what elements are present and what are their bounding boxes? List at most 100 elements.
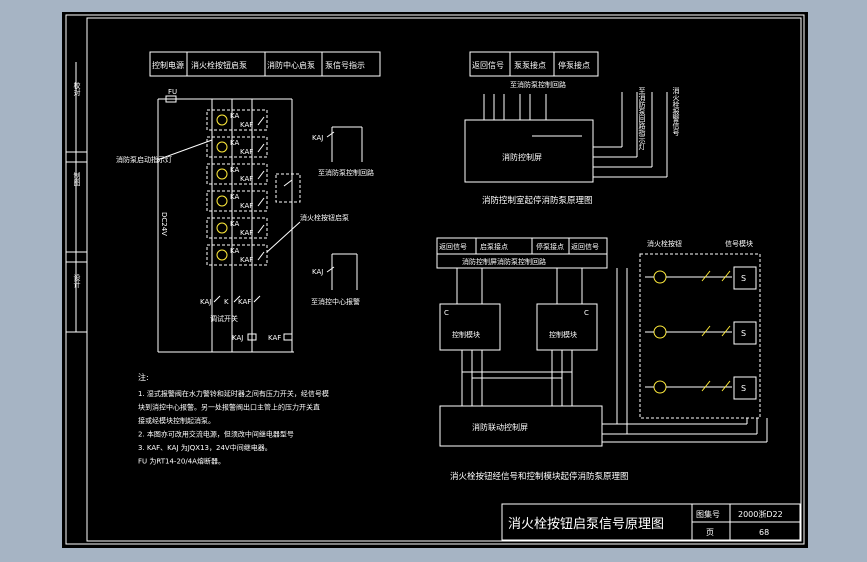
bottom-right-header-1: 启泵接点: [480, 242, 508, 251]
lamp-1: [216, 141, 228, 153]
hydrant-button-label: 消火栓按钮: [647, 239, 682, 248]
bus-label: 消防控制屏消防泵控制回路: [462, 257, 546, 266]
button-start-callout: 消火栓按钮启泵: [300, 213, 349, 222]
button-contact-b-0: [721, 270, 731, 282]
cell-label-b-3: KAF: [240, 202, 253, 210]
lamp-0: [216, 114, 228, 126]
note-line-2: 接或经模块控制起消泵。: [138, 416, 215, 425]
cell-label-a-1: KA: [230, 139, 239, 147]
cell-label-a-5: KA: [230, 247, 239, 255]
bottom-right-header-2: 停泵接点: [536, 242, 564, 251]
button-lamp-1: [653, 325, 667, 339]
side-label-0: 校对: [73, 81, 81, 96]
top-left-header-1: 消火栓按钮启泵: [191, 60, 247, 70]
signal-module-label: 信号模块: [725, 239, 753, 248]
lamp-4: [216, 222, 228, 234]
kaf-label-1: KAF: [238, 298, 251, 306]
control-box-label: 消防控制屏: [502, 152, 542, 162]
linkage-control-box: 消防联动控制屏: [472, 422, 528, 432]
contact-4: [257, 224, 265, 234]
caption-top-right: 消防控制室起停消防泵原理图: [482, 195, 593, 206]
vertical-label-2: 消火栓报警信号: [672, 86, 680, 137]
control-module-2: 控制模块: [549, 330, 577, 339]
page-label: 页: [706, 528, 714, 537]
button-contact-0: [701, 270, 711, 282]
cell-box-1: [206, 136, 268, 158]
outer-frame: [65, 14, 805, 545]
bottom-right-header-0: 返回信号: [439, 242, 467, 251]
cell-label-b-0: KAF: [240, 121, 253, 129]
signal-module-1: [733, 321, 757, 345]
kaj-label-3: KAJ: [200, 298, 211, 306]
notes-title: 注:: [138, 372, 149, 382]
kaf-coil-label: KAF: [268, 334, 281, 342]
signal-module-s-2: S: [741, 384, 746, 393]
top-right-diagram: 返回信号 泵泵接点 停泵接点 至消防泵控制回路 消防控制屏 至消防泵回路指示灯 …: [464, 51, 680, 206]
cell-label-a-3: KA: [230, 193, 239, 201]
note-line-5: FU 为RT14-20/4A熔断器。: [138, 457, 225, 466]
lamp-5: [216, 249, 228, 261]
to-center-label: 至消控中心报警: [311, 297, 360, 306]
note-line-4: 3. KAF、KAJ 为JQX13，24V中间继电器。: [138, 443, 272, 452]
cell-label-b-2: KAF: [240, 175, 253, 183]
cell-box-3: [206, 190, 268, 212]
button-contact-1: [701, 325, 711, 337]
bottom-right-diagram: 返回信号 启泵接点 停泵接点 返回信号 消防控制屏消防泵控制回路 C C 控制模…: [436, 237, 768, 482]
cell-box-4: [206, 217, 268, 239]
lamp-2: [216, 168, 228, 180]
atlas-value: 2000浙D22: [738, 509, 783, 519]
schematic-drawing: 校对 制图 设计 控制电源 消火栓按钮启泵 消防中心启泵 泵信号指示 FU DC…: [65, 14, 805, 545]
kaj-label-2: KAJ: [312, 268, 323, 276]
note-line-3: 2. 本图亦可改用交流电源，但须改中间继电器型号: [138, 430, 294, 439]
side-label-2: 设计: [73, 273, 81, 289]
top-right-header-2: 停泵接点: [558, 60, 590, 70]
cell-box-0: [206, 109, 268, 131]
button-lamp-0: [653, 270, 667, 284]
drawing-canvas: 校对 制图 设计 控制电源 消火栓按钮启泵 消防中心启泵 泵信号指示 FU DC…: [62, 12, 808, 548]
page-value: 68: [759, 528, 769, 537]
contact-2: [257, 170, 265, 180]
top-left-table: 控制电源 消火栓按钮启泵 消防中心启泵 泵信号指示: [149, 51, 381, 77]
top-left-header-2: 消防中心启泵: [267, 60, 315, 70]
drawing-title: 消火栓按钮启泵信号原理图: [508, 517, 664, 532]
module-c-label-2: C: [584, 309, 589, 317]
top-right-header-1: 泵泵接点: [514, 60, 546, 70]
cell-box-5: [206, 244, 268, 266]
kaj-coil-label: KAJ: [232, 334, 243, 342]
side-label-1: 制图: [73, 171, 81, 187]
title-block: 消火栓按钮启泵信号原理图 图集号 2000浙D22 页 68: [501, 503, 801, 541]
contact-0: [257, 116, 265, 126]
button-contact-b-2: [721, 380, 731, 392]
contact-1: [257, 143, 265, 153]
signal-module-2: [733, 376, 757, 400]
note-line-0: 1. 湿式报警阀在水力警铃和延时器之间有压力开关，经信号模: [138, 389, 329, 398]
to-control-loop-label: 至消防泵控制回路: [510, 80, 566, 89]
button-contact-b-1: [721, 325, 731, 337]
signal-module-s-1: S: [741, 329, 746, 338]
caption-bottom-right: 消火栓按钮经信号和控制模块起停消防泵原理图: [450, 471, 629, 482]
lamp-3: [216, 195, 228, 207]
signal-module-0: [733, 266, 757, 290]
notes-block: 注: 1. 湿式报警阀在水力警铃和延时器之间有压力开关，经信号模 块到消控中心报…: [138, 372, 329, 466]
button-lamp-2: [653, 380, 667, 394]
fuse-label: FU: [168, 88, 177, 96]
vertical-label-1: 至消防泵回路指示灯: [638, 87, 646, 151]
cell-label-b-1: KAF: [240, 148, 253, 156]
top-left-header-0: 控制电源: [152, 60, 184, 70]
top-left-header-3: 泵信号指示: [325, 60, 365, 70]
cell-label-a-2: KA: [230, 166, 239, 174]
cell-label-b-4: KAF: [240, 229, 253, 237]
note-line-1: 块到消控中心报警。另一处报警阀出口主管上的压力开关直: [138, 403, 320, 412]
contact-3: [257, 197, 265, 207]
inner-frame: [86, 17, 802, 542]
cell-box-2: [206, 163, 268, 185]
signal-module-s-0: S: [741, 274, 746, 283]
dc24v-label: DC24V: [160, 212, 168, 236]
to-pump-loop-label: 至消防泵控制回路: [318, 168, 374, 177]
left-circuit: FU DC24V KAKAFKAKAFKAKAFKAKAFKAKAFKAKAF …: [116, 88, 374, 353]
module-c-label-1: C: [444, 309, 449, 317]
top-right-header-0: 返回信号: [472, 60, 504, 70]
bottom-right-header-3: 返回信号: [571, 242, 599, 251]
lamp-callout: 消防泵启动指示灯: [116, 155, 172, 164]
cell-label-a-0: KA: [230, 112, 239, 120]
